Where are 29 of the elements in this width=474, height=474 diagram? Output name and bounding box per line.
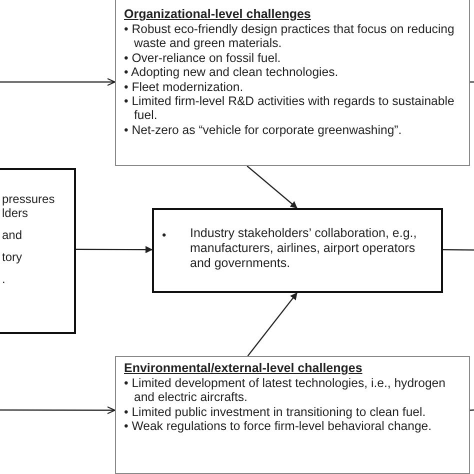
connector-line (470, 409, 474, 411)
bullet-item: • Limited development of latest technologies, i.e., hydrogen and electric aircrafts. (124, 376, 446, 405)
text-fragment: and (2, 228, 24, 242)
bullet-item: • Adopting new and clean technologies. (124, 65, 340, 80)
bullet-item: • Over-reliance on fossil fuel. (124, 50, 282, 66)
connector-line (443, 249, 474, 251)
bullet-item: • Limited public investment in transitioning to clean fuel. (124, 404, 427, 420)
bullet-item: • Fleet modernization. (124, 80, 244, 94)
bullet-mark: • (162, 228, 166, 243)
arrow (0, 78, 116, 86)
box-heading: Organizational-level challenges (124, 7, 312, 22)
bullet-item: • Robust eco-friendly design practices that focus on reducing waste and green materials. (124, 22, 456, 51)
arrow (76, 246, 153, 254)
connector-line (470, 81, 474, 83)
text-box (115, 356, 470, 474)
text-box (0, 168, 76, 334)
bullet-item: • Net-zero as “vehicle for corporate greenwashing”. (124, 122, 403, 138)
arrow (246, 166, 298, 208)
box-text: Industry stakeholders’ collaboration, e.g., manufacturers, airlines, airport operators and governments. (190, 226, 418, 271)
arrow (247, 292, 298, 356)
text-fragment: tory (2, 250, 24, 264)
arrow (0, 406, 116, 414)
text-fragment: pressures lders (2, 192, 56, 220)
box-heading: Environmental/external-level challenges (124, 361, 364, 376)
bullet-item: • Limited firm-level R&D activities with regards to sustainable fuel. (124, 94, 456, 123)
bullet-item: • Weak regulations to force firm-level behavioral change. (124, 419, 433, 434)
text-box (152, 208, 443, 293)
text-fragment: . (2, 272, 6, 286)
text-box (115, 0, 470, 166)
